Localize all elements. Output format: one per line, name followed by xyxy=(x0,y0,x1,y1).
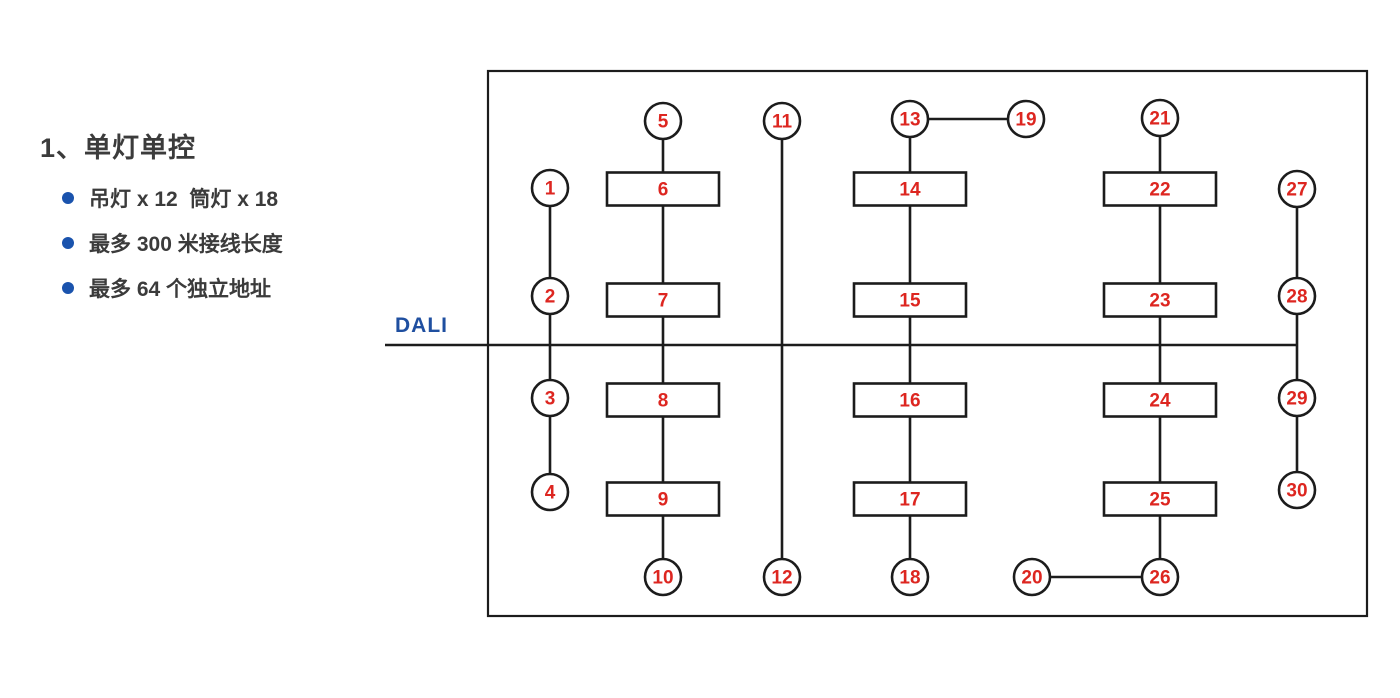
node-label-21: 21 xyxy=(1149,109,1171,130)
bullet-label: 最多 300 米接线长度 xyxy=(89,233,283,256)
node-box-8 xyxy=(605,382,721,418)
node-circle-28 xyxy=(1277,276,1317,316)
node-label-20: 20 xyxy=(1021,568,1042,589)
bullet-dot-icon xyxy=(62,282,74,294)
node-label-7: 7 xyxy=(658,291,669,312)
bullet-item: 最多 64 个独立地址 xyxy=(62,274,271,302)
node-label-3: 3 xyxy=(545,389,556,410)
node-circle-12 xyxy=(762,557,802,597)
node-box-25 xyxy=(1102,481,1218,517)
page-title: 1、单灯单控 xyxy=(40,133,197,163)
node-label-24: 24 xyxy=(1149,391,1171,412)
node-label-22: 22 xyxy=(1149,180,1170,201)
node-label-4: 4 xyxy=(545,483,556,504)
node-label-12: 12 xyxy=(771,568,792,589)
node-circle-10 xyxy=(643,557,683,597)
node-box-9 xyxy=(605,481,721,517)
node-circle-26 xyxy=(1140,557,1180,597)
node-circle-3 xyxy=(530,378,570,418)
bullet-dot-icon xyxy=(62,237,74,249)
node-label-18: 18 xyxy=(899,568,920,589)
node-circle-13 xyxy=(890,99,930,139)
node-label-6: 6 xyxy=(658,180,669,201)
node-label-13: 13 xyxy=(899,110,920,131)
diagram-frame xyxy=(486,69,1369,618)
node-circle-2 xyxy=(530,276,570,316)
node-label-1: 1 xyxy=(545,179,556,200)
node-label-29: 29 xyxy=(1286,389,1307,410)
bullet-dot-icon xyxy=(62,192,74,204)
bullet-label: 吊灯 x 12 筒灯 x 18 xyxy=(89,188,279,211)
node-label-16: 16 xyxy=(899,391,920,412)
node-label-15: 15 xyxy=(899,291,921,312)
node-box-15 xyxy=(852,282,968,318)
node-label-5: 5 xyxy=(658,112,669,133)
bullet-item: 吊灯 x 12 筒灯 x 18 xyxy=(62,184,278,212)
node-label-19: 19 xyxy=(1015,110,1036,131)
node-label-28: 28 xyxy=(1286,287,1307,308)
node-box-14 xyxy=(852,171,968,207)
node-circle-27 xyxy=(1277,169,1317,209)
node-box-17 xyxy=(852,481,968,517)
node-circle-5 xyxy=(643,101,683,141)
node-box-23 xyxy=(1102,282,1218,318)
node-label-2: 2 xyxy=(545,287,556,308)
dali-bus-label: DALI xyxy=(395,314,448,337)
bullet-item: 最多 300 米接线长度 xyxy=(62,229,283,257)
node-box-16 xyxy=(852,382,968,418)
node-box-24 xyxy=(1102,382,1218,418)
node-label-26: 26 xyxy=(1149,568,1170,589)
node-box-7 xyxy=(605,282,721,318)
node-label-9: 9 xyxy=(658,490,669,511)
node-circle-20 xyxy=(1012,557,1052,597)
node-box-22 xyxy=(1102,171,1218,207)
node-label-17: 17 xyxy=(899,490,920,511)
node-circle-4 xyxy=(530,472,570,512)
node-label-10: 10 xyxy=(652,568,673,589)
node-label-25: 25 xyxy=(1149,490,1171,511)
node-circle-18 xyxy=(890,557,930,597)
node-box-6 xyxy=(605,171,721,207)
node-label-30: 30 xyxy=(1286,481,1307,502)
node-label-23: 23 xyxy=(1149,291,1170,312)
node-label-27: 27 xyxy=(1286,180,1307,201)
node-circle-1 xyxy=(530,168,570,208)
node-circle-21 xyxy=(1140,98,1180,138)
node-circle-19 xyxy=(1006,99,1046,139)
node-label-11: 11 xyxy=(772,112,793,133)
node-circle-29 xyxy=(1277,378,1317,418)
node-circle-30 xyxy=(1277,470,1317,510)
node-label-14: 14 xyxy=(899,180,921,201)
node-label-8: 8 xyxy=(658,391,669,412)
bullet-label: 最多 64 个独立地址 xyxy=(89,278,272,301)
node-circle-11 xyxy=(762,101,802,141)
